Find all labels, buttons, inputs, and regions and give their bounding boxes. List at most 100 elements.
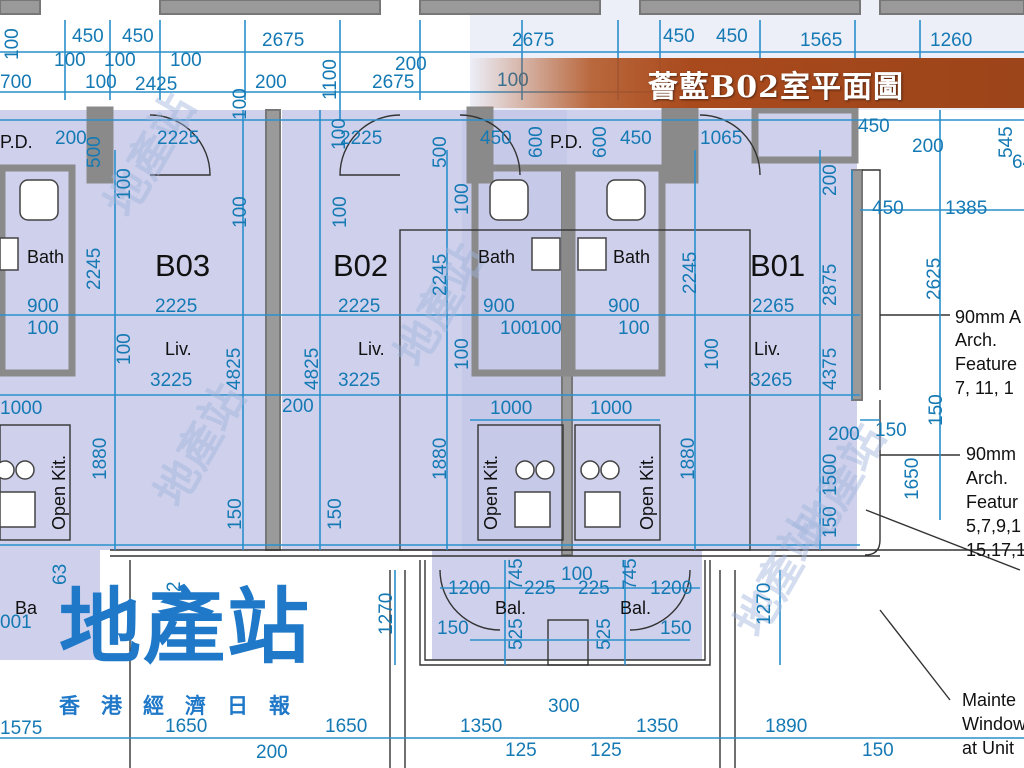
dim-v525b: 525 xyxy=(594,618,615,650)
dim-w150c: 150 xyxy=(660,618,692,639)
dim-w2225c: 2225 xyxy=(155,296,197,317)
dim-w225b: 225 xyxy=(578,578,610,599)
dim-v100c: 100 xyxy=(452,183,473,215)
pd-b03-wall xyxy=(86,106,114,184)
bath-b03-label: Bath xyxy=(27,247,64,267)
liv-b02-label: Liv. xyxy=(358,339,385,359)
dim-top6: 450 xyxy=(716,26,748,47)
room-labels: B03 B02 B01 Bath Bath Bath Liv. Liv. Liv… xyxy=(0,132,805,618)
dimension-text-vertical: 100 100 1100 100 500 100 2245 100 4825 4… xyxy=(2,28,1024,650)
dim-v745a: 745 xyxy=(506,558,527,590)
kit-b02-outline xyxy=(477,424,564,541)
toilet-b02 xyxy=(489,179,529,221)
vertical-dims xyxy=(114,110,941,550)
note3-line1: Mainte xyxy=(962,690,1016,710)
dim-w100d: 100 xyxy=(618,318,650,339)
dim-v500b: 500 xyxy=(430,136,451,168)
hob-b02-2 xyxy=(535,460,555,480)
hob-b02-1 xyxy=(515,460,535,480)
dim-w150a: 150 xyxy=(875,420,907,441)
pd-b03-label: P.D. xyxy=(0,132,33,152)
toilet-b03 xyxy=(19,179,59,221)
duct-wall xyxy=(751,106,859,164)
dim-b125a: 125 xyxy=(505,740,537,761)
dim-v1270b: 1270 xyxy=(754,583,775,625)
dim-w900c: 900 xyxy=(608,296,640,317)
dim-v150c: 150 xyxy=(926,394,947,426)
wall-top-1 xyxy=(0,0,41,15)
kit-b02-label: Open Kit. xyxy=(481,455,501,530)
dim-w150b: 150 xyxy=(437,618,469,639)
balcony-dims xyxy=(394,560,781,665)
kit-b03-outline xyxy=(0,424,71,541)
note2-line5: 15,17,1 xyxy=(966,540,1024,560)
toilet-b01 xyxy=(606,179,646,221)
wall-top-3 xyxy=(419,0,601,15)
dim-w200a: 200 xyxy=(55,128,87,149)
dim-w450c: 450 xyxy=(858,116,890,137)
dim-v4825a: 4825 xyxy=(224,348,245,390)
door-arc-b03 xyxy=(149,114,211,176)
kit-b03-label: Open Kit. xyxy=(49,455,69,530)
dim-b125b: 125 xyxy=(590,740,622,761)
dim-top5: 450 xyxy=(663,26,695,47)
note3-line2: Window xyxy=(962,714,1024,734)
door-arc-bal-b02 xyxy=(439,569,501,631)
dim-r2c: 100 xyxy=(170,50,202,71)
dim-w1200b: 1200 xyxy=(650,578,692,599)
dim-w100b: 100 xyxy=(500,318,532,339)
note1-line2: Arch. xyxy=(955,330,997,350)
dim-v2625: 2625 xyxy=(924,258,945,300)
dim-v100b: 100 xyxy=(114,333,135,365)
sink-b03 xyxy=(0,491,36,528)
dim-w200b: 200 xyxy=(912,136,944,157)
dim-v4375: 4375 xyxy=(820,348,841,390)
note1-line4: 7, 11, 1 xyxy=(955,378,1014,398)
door-arc-b02b xyxy=(459,114,521,176)
dim-v2875: 2875 xyxy=(820,264,841,306)
dim-v600a: 600 xyxy=(526,126,547,158)
dim-v150d: 150 xyxy=(820,506,841,538)
dim-v63: 63 xyxy=(50,564,71,585)
dim-w1000b: 1000 xyxy=(490,398,532,419)
right-outline xyxy=(862,169,881,390)
dim-b1575: 1575 xyxy=(0,718,42,739)
note2-line3: Featur xyxy=(966,492,1018,512)
dim-w3265: 3265 xyxy=(750,370,792,391)
dim-w900a: 900 xyxy=(27,296,59,317)
door-arc-b02 xyxy=(339,114,401,176)
right-lower-walls xyxy=(719,400,881,768)
dim-w100c: 100 xyxy=(530,318,562,339)
dim-r3e: 2675 xyxy=(372,72,414,93)
wall-top-4 xyxy=(639,0,861,15)
wall-top-2 xyxy=(159,0,381,15)
dim-v1650: 1650 xyxy=(902,458,923,500)
dim-v100e: 100 xyxy=(702,338,723,370)
dim-w1065: 1065 xyxy=(700,128,742,149)
unit-fills xyxy=(0,0,1024,660)
room-b02-label: B02 xyxy=(333,248,388,283)
unit-b02-fill xyxy=(282,110,462,550)
logo-main-text: 地產站 xyxy=(58,580,311,675)
bal-b02-label: Bal. xyxy=(495,598,526,618)
dim-v1880a: 1880 xyxy=(90,438,111,480)
hob-b03-2 xyxy=(15,460,35,480)
note2-line4: 5,7,9,1 xyxy=(966,516,1021,536)
dim-w1200a: 1200 xyxy=(448,578,490,599)
room-b01-label: B01 xyxy=(750,248,805,283)
kit-b01-outline xyxy=(574,424,661,541)
dim-v150a: 150 xyxy=(225,498,246,530)
hob-b01-1 xyxy=(580,460,600,480)
wall-top-5 xyxy=(879,0,1024,15)
dim-b150: 150 xyxy=(862,740,894,761)
dim-b1650b: 1650 xyxy=(325,716,367,737)
dim-b300: 300 xyxy=(548,696,580,717)
balcony-divider xyxy=(547,619,589,666)
pd-b01-wall xyxy=(661,106,699,184)
dim-r3b: 100 xyxy=(85,72,117,93)
dim-top3: 2675 xyxy=(262,30,304,51)
dim-w2265: 2265 xyxy=(752,296,794,317)
dim-v-top-100a: 100 xyxy=(230,88,251,120)
dim-v1880c: 1880 xyxy=(678,438,699,480)
